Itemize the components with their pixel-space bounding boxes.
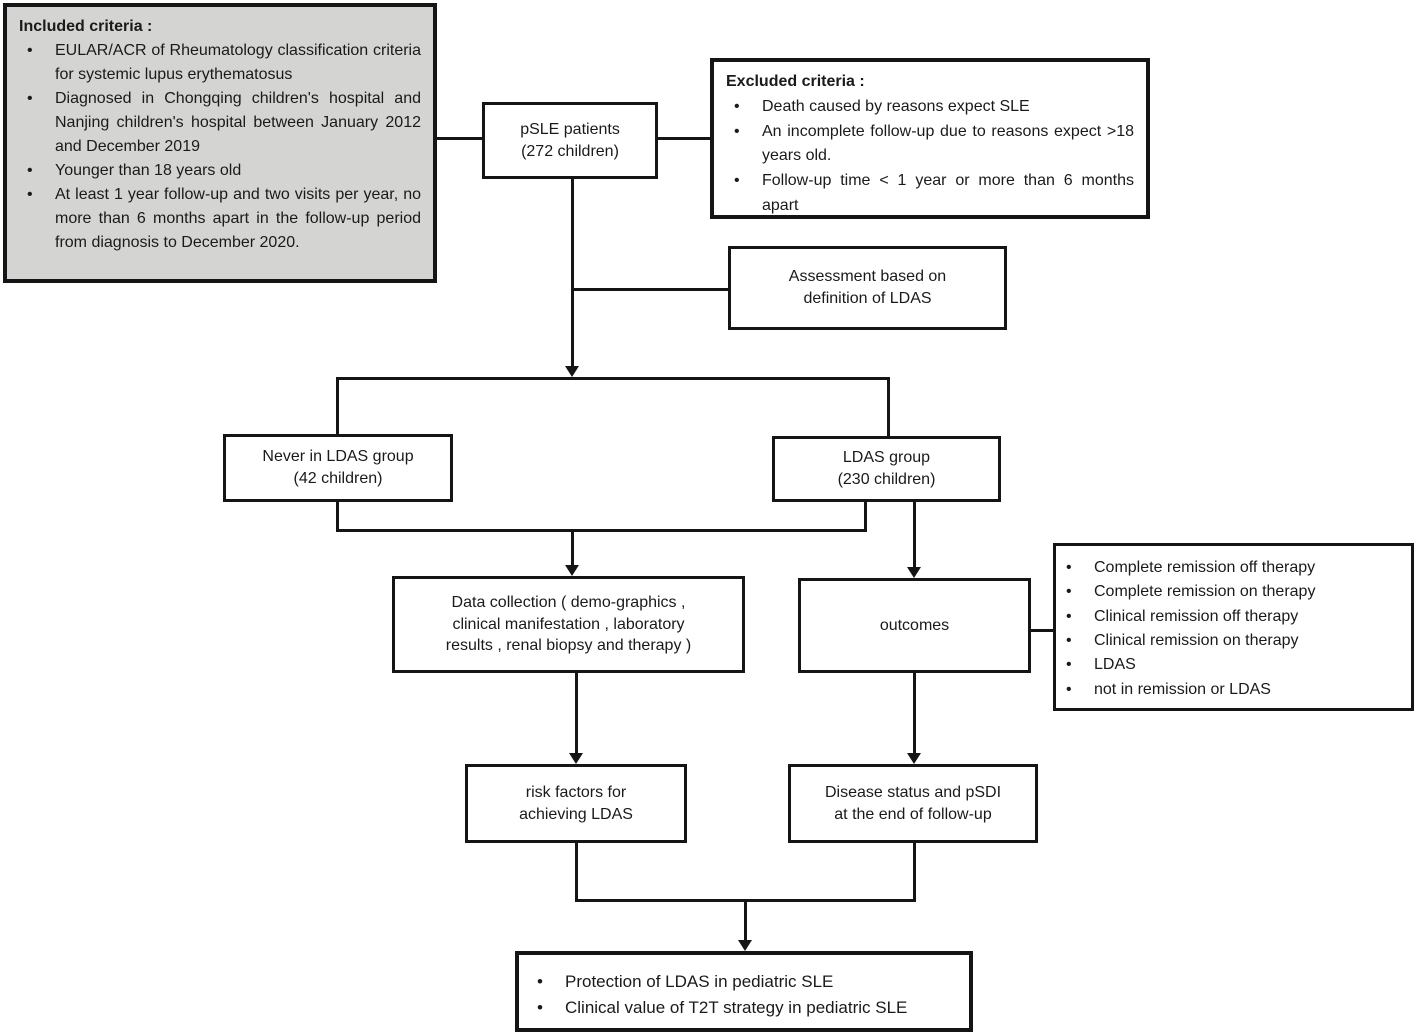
outcome-definitions-list: Complete remission off therapy Complete … <box>1056 556 1405 702</box>
arrowhead-into-datacollection <box>565 565 579 576</box>
disease-status-node: Disease status and pSDI at the end of fo… <box>788 764 1038 843</box>
connector-branch-left-down <box>336 377 339 434</box>
connector-to-datacollection <box>571 529 574 567</box>
psle-patients-node: pSLE patients (272 children) <box>482 102 658 179</box>
excluded-criteria-title: Excluded criteria : <box>726 73 865 90</box>
connector-included-to-psle <box>437 137 482 140</box>
list-item: Younger than 18 years old <box>17 159 421 183</box>
connector-disease-down <box>913 843 916 902</box>
arrowhead-into-risk <box>569 753 583 764</box>
connector-branch-right-down <box>887 377 890 436</box>
list-item: EULAR/ACR of Rheumatology classification… <box>17 39 421 87</box>
conclusions-list: Protection of LDAS in pediatric SLE Clin… <box>527 969 959 1022</box>
list-item: Clinical remission on therapy <box>1056 629 1405 654</box>
connector-psle-down <box>571 179 574 368</box>
conclusions-box: Protection of LDAS in pediatric SLE Clin… <box>515 951 973 1032</box>
connector-branch-horizontal <box>336 377 890 380</box>
list-item: not in remission or LDAS <box>1056 678 1405 703</box>
arrowhead-into-outcomes <box>907 567 921 578</box>
included-criteria-box: Included criteria : EULAR/ACR of Rheumat… <box>3 3 437 283</box>
risk-factors-node: risk factors for achieving LDAS <box>465 764 687 843</box>
list-item: At least 1 year follow-up and two visits… <box>17 183 421 255</box>
list-item: LDAS <box>1056 653 1405 678</box>
connector-merge-horizontal <box>336 529 867 532</box>
excluded-criteria-box: Excluded criteria : Death caused by reas… <box>710 58 1150 219</box>
connector-ldas-down-left <box>864 501 867 531</box>
connector-outcomes-to-disease <box>913 672 916 755</box>
arrowhead-into-branch <box>565 366 579 377</box>
list-item: Follow-up time < 1 year or more than 6 m… <box>724 169 1134 219</box>
connector-to-assessment <box>573 288 728 291</box>
arrowhead-into-disease <box>907 753 921 764</box>
list-item: Complete remission on therapy <box>1056 580 1405 605</box>
connector-ldas-to-outcomes <box>913 501 916 569</box>
list-item: Protection of LDAS in pediatric SLE <box>527 969 959 996</box>
connector-to-conclusions <box>744 899 747 941</box>
connector-psle-to-excluded <box>658 137 710 140</box>
list-item: Diagnosed in Chongqing children's hospit… <box>17 87 421 159</box>
outcome-definitions-box: Complete remission off therapy Complete … <box>1053 543 1414 711</box>
list-item: An incomplete follow-up due to reasons e… <box>724 120 1134 170</box>
connector-risk-down <box>575 843 578 902</box>
excluded-criteria-list: Death caused by reasons expect SLE An in… <box>724 95 1134 219</box>
outcomes-node: outcomes <box>798 578 1031 673</box>
connector-never-down <box>336 501 339 531</box>
list-item: Death caused by reasons expect SLE <box>724 95 1134 120</box>
list-item: Clinical remission off therapy <box>1056 605 1405 630</box>
list-item: Clinical value of T2T strategy in pediat… <box>527 995 959 1022</box>
connector-datacollection-to-risk <box>575 672 578 755</box>
included-criteria-title: Included criteria : <box>19 18 153 35</box>
connector-outcomes-to-definitions <box>1030 629 1053 632</box>
never-in-ldas-group-node: Never in LDAS group (42 children) <box>223 434 453 502</box>
assessment-node: Assessment based on definition of LDAS <box>728 246 1007 330</box>
list-item: Complete remission off therapy <box>1056 556 1405 581</box>
arrowhead-into-conclusions <box>738 940 752 951</box>
data-collection-node: Data collection ( demo-graphics , clinic… <box>392 576 745 673</box>
ldas-group-node: LDAS group (230 children) <box>772 436 1001 502</box>
included-criteria-list: EULAR/ACR of Rheumatology classification… <box>17 39 421 255</box>
